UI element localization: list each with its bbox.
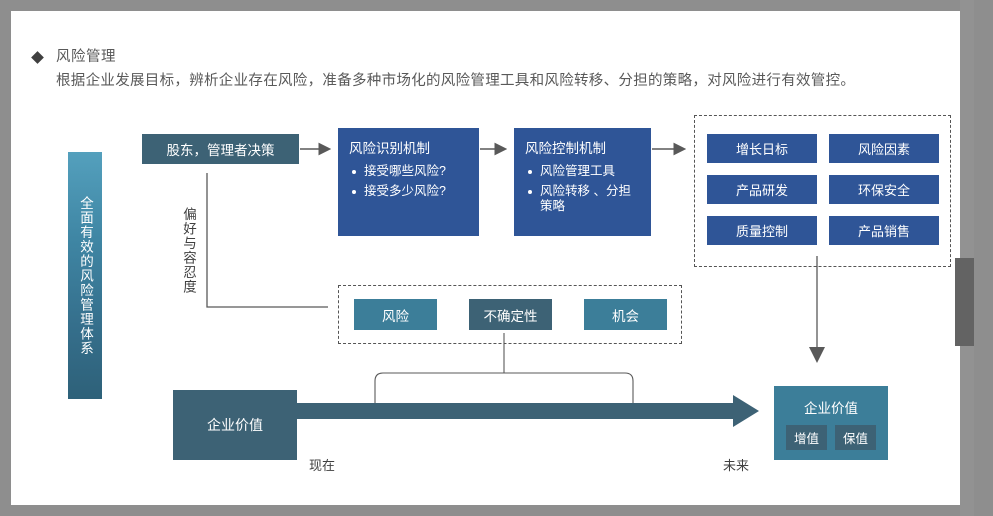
vertical-scrollbar-thumb[interactable] <box>955 258 974 346</box>
arrow-objectives-down <box>809 347 825 363</box>
page-title: 风险管理 <box>56 49 116 65</box>
timeline-label-now: 现在 <box>309 458 336 473</box>
enterprise-value-present-box[interactable]: 企业价值 <box>173 390 297 460</box>
sidebar-banner: 全面有效的风险管理体系 <box>68 152 102 399</box>
risk-control-item: 风险管理工具 <box>525 164 640 179</box>
risk-spectrum-row: 风险 不确定性 机会 <box>354 299 667 330</box>
objective-cell[interactable]: 产品研发 <box>707 175 817 204</box>
objective-cell[interactable]: 增长日标 <box>707 134 817 163</box>
risk-control-box[interactable]: 风险控制机制 风险管理工具 风险转移 、分担策略 <box>514 128 651 236</box>
page-subtitle: 根据企业发展目标，辨析企业存在风险，准备多种市场化的风险管理工具和风险转移、分担… <box>56 73 856 89</box>
objective-cell[interactable]: 环保安全 <box>829 175 939 204</box>
risk-control-item: 风险转移 、分担策略 <box>525 184 640 214</box>
risk-identification-item: 接受多少风险? <box>349 184 468 199</box>
objectives-group-border <box>694 115 951 267</box>
objectives-grid: 增长日标 风险因素 产品研发 环保安全 质量控制 产品销售 <box>707 134 939 245</box>
risk-control-title: 风险控制机制 <box>525 141 606 156</box>
spectrum-chip-risk[interactable]: 风险 <box>354 299 437 330</box>
value-chip-appreciation[interactable]: 增值 <box>785 424 827 450</box>
objective-cell[interactable]: 产品销售 <box>829 216 939 245</box>
timeline-arrow <box>292 395 759 427</box>
enterprise-value-future-title: 企业价值 <box>804 400 858 416</box>
timeline-bracket <box>374 372 634 419</box>
value-chip-preservation[interactable]: 保值 <box>835 424 877 450</box>
objective-cell[interactable]: 质量控制 <box>707 216 817 245</box>
objective-cell[interactable]: 风险因素 <box>829 134 939 163</box>
timeline-label-future: 未来 <box>723 458 750 473</box>
stakeholder-decision-box[interactable]: 股东，管理者决策 <box>142 134 299 164</box>
spectrum-chip-opportunity[interactable]: 机会 <box>584 299 667 330</box>
preference-tolerance-label: 偏好与容忍度 <box>181 207 196 294</box>
diamond-bullet-icon <box>31 51 44 64</box>
risk-spectrum-group-border <box>338 285 682 344</box>
risk-identification-title: 风险识别机制 <box>349 141 430 156</box>
risk-identification-item: 接受哪些风险? <box>349 164 468 179</box>
enterprise-value-future-box[interactable]: 企业价值 增值 保值 <box>774 386 888 460</box>
risk-identification-box[interactable]: 风险识别机制 接受哪些风险? 接受多少风险? <box>338 128 479 236</box>
spectrum-chip-uncertainty[interactable]: 不确定性 <box>469 299 552 330</box>
slide-canvas: 风险管理 根据企业发展目标，辨析企业存在风险，准备多种市场化的风险管理工具和风险… <box>11 11 960 505</box>
enterprise-value-future-chips: 增值 保值 <box>785 424 877 450</box>
